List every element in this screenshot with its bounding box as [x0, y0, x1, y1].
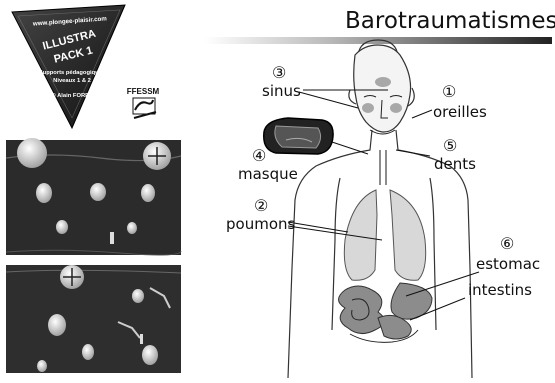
underwater-panel-1 — [6, 138, 181, 255]
label-masque-number: ④ — [252, 146, 266, 165]
badge-subtitle1: Supports pédagogiques — [39, 70, 105, 76]
badge-author: © Alain FORET — [51, 92, 93, 99]
label-oreilles: oreilles — [433, 103, 487, 121]
ffessm-logo-text: FFESSM — [127, 87, 160, 96]
underwater-panel-2 — [6, 265, 181, 373]
label-sinus: sinus — [262, 82, 301, 100]
trachea — [380, 150, 386, 185]
label-sinus-number: ③ — [272, 63, 286, 82]
label-intestins: intestins — [468, 281, 532, 299]
label-oreilles-number: ① — [442, 82, 456, 101]
page-title: Barotraumatismes — [345, 8, 555, 34]
label-masque: masque — [238, 165, 298, 183]
lungs — [344, 190, 425, 280]
illustra-pack-badge: www.plongee-plaisir.com ILLUSTRA PACK 1 … — [12, 5, 125, 128]
label-dents-number: ⑤ — [443, 136, 457, 155]
label-dents: dents — [434, 155, 476, 173]
label-poumons: poumons — [226, 215, 296, 233]
ffessm-logo: FFESSM — [127, 87, 160, 118]
diving-mask — [264, 118, 333, 154]
label-estomac-number: ⑥ — [500, 234, 514, 253]
label-poumons-number: ② — [254, 196, 268, 215]
badge-subtitle2: Niveaux 1 & 2 — [53, 78, 91, 84]
label-estomac: estomac — [476, 255, 540, 273]
